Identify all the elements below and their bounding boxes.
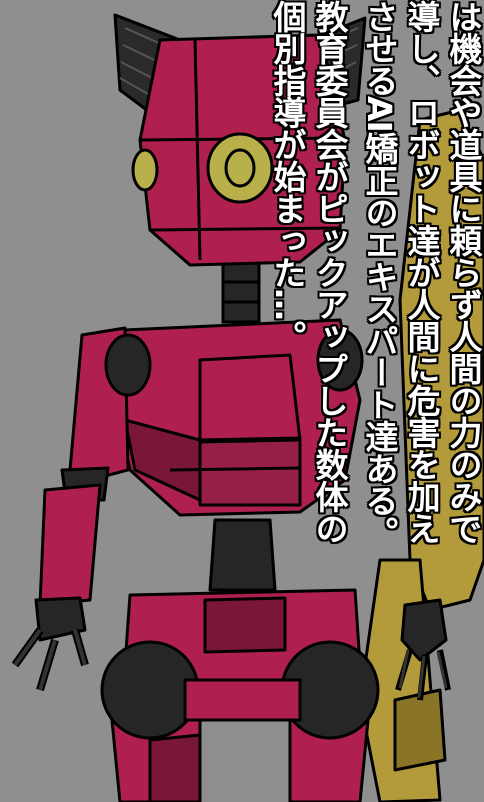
robot-head	[113, 13, 367, 267]
robot-right-shoulder	[316, 328, 364, 392]
caption-right: は機会や道具に頼らず人間の力のみで 導し、ロボット達が人間に危害を加え させるA…	[358, 0, 484, 548]
caption-right-line-1: は機会や道具に頼らず人間の力のみで	[444, 0, 483, 544]
caption-left-line-2: 個別指導が始まった…。	[268, 0, 307, 352]
caption-right-line-3: させるAI矯正のエキスパート達ある。	[360, 0, 399, 548]
robot-torso	[113, 318, 362, 517]
caption-left-line-1: 教育委員会がピックアップした数体の	[310, 0, 349, 544]
second-robot-arm	[358, 108, 484, 802]
robot-hips	[100, 518, 380, 740]
caption-right-line-2: 導し、ロボット達が人間に危害を加え	[402, 0, 441, 544]
caption-left: 教育委員会がピックアップした数体の 個別指導が始まった…。	[266, 0, 350, 544]
robot-left-arm	[11, 326, 152, 692]
robot-neck	[221, 260, 261, 324]
